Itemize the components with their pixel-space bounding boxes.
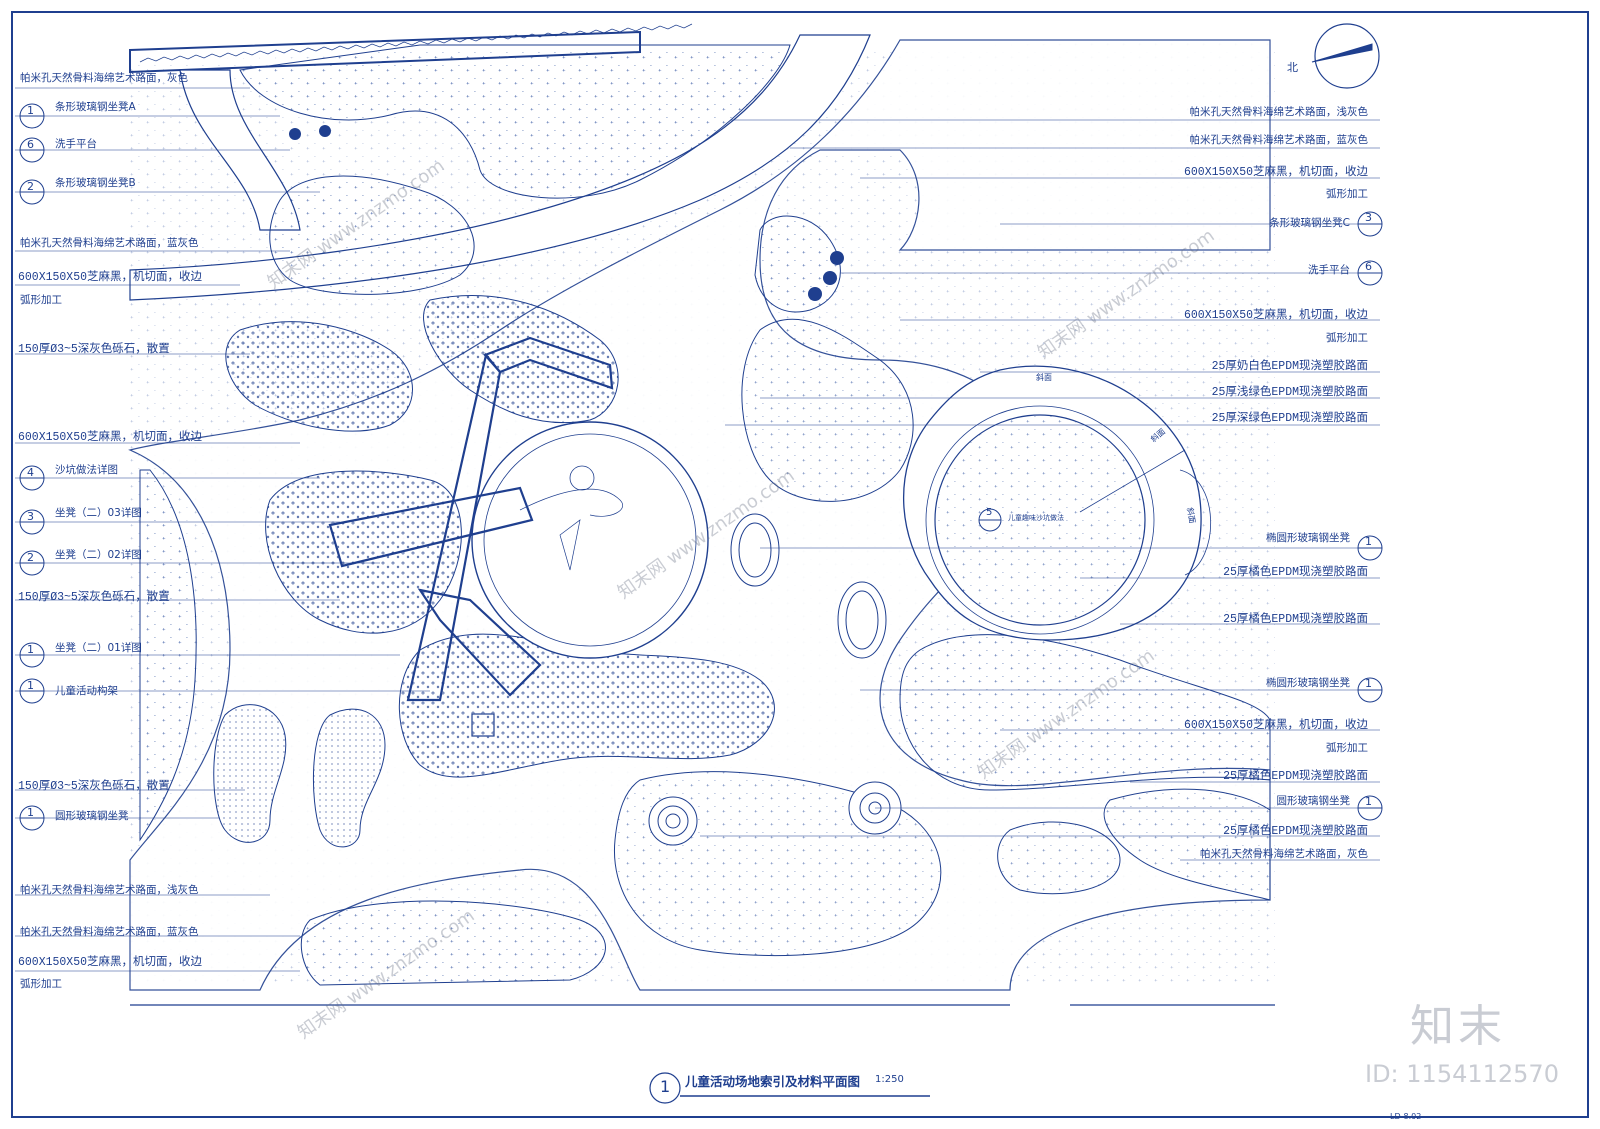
- label-right-2: 帕米孔天然骨料海绵艺术路面，蓝灰色: [1189, 134, 1369, 146]
- index-number: 1: [27, 806, 34, 819]
- label-right-12: 椭圆形玻璃钢坐凳: [1266, 532, 1350, 544]
- index-number: 2: [27, 180, 34, 193]
- label-right-14: 25厚橘色EPDM现浇塑胶路面: [1223, 613, 1368, 626]
- label-left-10: 沙坑做法详图: [55, 464, 118, 476]
- oval-seats: [730, 513, 887, 659]
- epdm-play-circle: [903, 365, 1212, 641]
- label-left-17: 圆形玻璃钢坐凳: [55, 810, 129, 822]
- label-left-1: 帕米孔天然骨料海绵艺术路面，灰色: [20, 72, 188, 84]
- label-right-15: 椭圆形玻璃钢坐凳: [1266, 677, 1350, 689]
- leader-lines: [15, 87, 1380, 972]
- index-number: 1: [1365, 677, 1372, 690]
- label-left-13: 150厚Ø3~5深灰色砾石，散置: [18, 591, 170, 604]
- label-left-18: 帕米孔天然骨料海绵艺术路面，浅灰色: [20, 884, 199, 896]
- index-number: 1: [27, 643, 34, 656]
- label-left-21: 弧形加工: [20, 978, 62, 990]
- index-number: 1: [1365, 795, 1372, 808]
- label-right-8: 弧形加工: [1326, 332, 1368, 344]
- label-left-3: 洗手平台: [55, 138, 97, 150]
- watermark-brand: 知末: [1410, 1001, 1506, 1052]
- gravel-zones: [225, 295, 775, 778]
- drawing-title: 儿童活动场地索引及材料平面图: [685, 1074, 861, 1089]
- label-right-18: 25厚橘色EPDM现浇塑胶路面: [1223, 770, 1368, 783]
- label-left-2: 条形玻璃钢坐凳A: [55, 101, 136, 113]
- sandpit-callout: 儿童趣味沙坑做法: [1008, 514, 1064, 522]
- label-right-13: 25厚橘色EPDM现浇塑胶路面: [1223, 566, 1368, 579]
- label-right-17: 弧形加工: [1326, 742, 1368, 754]
- drawing-border: [11, 11, 1589, 1118]
- label-left-9: 600X150X50芝麻黑，机切面，收边: [18, 431, 203, 444]
- label-right-10: 25厚浅绿色EPDM现浇塑胶路面: [1211, 386, 1368, 399]
- index-number: 1: [1365, 535, 1372, 548]
- label-left-20: 600X150X50芝麻黑，机切面，收边: [18, 956, 203, 969]
- index-number: 4: [27, 466, 34, 479]
- play-frame-structure: [328, 336, 614, 737]
- index-number: 3: [27, 510, 34, 523]
- label-right-11: 25厚深绿色EPDM现浇塑胶路面: [1211, 412, 1368, 425]
- title-symbol: [649, 1072, 930, 1104]
- label-left-16: 150厚Ø3~5深灰色砾石，散置: [18, 780, 170, 793]
- index-number: 3: [1365, 211, 1372, 224]
- label-right-21: 帕米孔天然骨料海绵艺术路面，灰色: [1200, 848, 1368, 860]
- index-number: 5: [986, 507, 993, 518]
- label-left-14: 坐凳（二）01详图: [55, 642, 142, 654]
- index-number: 1: [27, 104, 34, 117]
- index-number: 6: [27, 138, 34, 151]
- index-number: 6: [1365, 260, 1372, 273]
- label-right-3: 600X150X50芝麻黑，机切面，收边: [1183, 166, 1368, 179]
- label-left-6: 600X150X50芝麻黑，机切面，收边: [18, 271, 203, 284]
- watermark-id: ID: 1154112570: [1365, 1060, 1559, 1088]
- wash-platform-posts: [289, 125, 844, 301]
- label-right-7: 600X150X50芝麻黑，机切面，收边: [1183, 309, 1368, 322]
- drawing-scale: 1:250: [875, 1074, 904, 1085]
- label-right-4: 弧形加工: [1326, 188, 1368, 200]
- index-circles-left: [19, 103, 45, 831]
- label-left-5: 帕米孔天然骨料海绵艺术路面，蓝灰色: [20, 237, 199, 249]
- drawing-number: 1: [660, 1077, 671, 1096]
- index-number: 1: [27, 679, 34, 692]
- label-right-16: 600X150X50芝麻黑，机切面，收边: [1183, 719, 1368, 732]
- lawn-islands: [139, 44, 1271, 986]
- label-left-12: 坐凳（二）02详图: [55, 549, 142, 561]
- sand-zones: [213, 704, 386, 848]
- label-left-11: 坐凳（二）03详图: [55, 507, 142, 519]
- label-right-1: 帕米孔天然骨料海绵艺术路面，浅灰色: [1189, 106, 1369, 118]
- label-right-9: 25厚奶白色EPDM现浇塑胶路面: [1211, 360, 1368, 373]
- north-label: 北: [1287, 61, 1298, 74]
- index-number: 2: [27, 551, 34, 564]
- central-plaza: [471, 421, 709, 659]
- label-left-15: 儿童活动构架: [55, 685, 118, 697]
- north-arrow: [1311, 23, 1380, 89]
- label-right-19: 圆形玻璃钢坐凳: [1276, 795, 1351, 807]
- label-left-7: 弧形加工: [20, 294, 62, 306]
- sheet-number: LD-8.02: [1390, 1112, 1422, 1121]
- label-right-5: 条形玻璃钢坐凳C: [1269, 217, 1350, 229]
- label-right-6: 洗手平台: [1308, 264, 1350, 276]
- label-left-4: 条形玻璃钢坐凳B: [55, 177, 136, 189]
- index-circles-right: [978, 211, 1383, 821]
- label-left-19: 帕米孔天然骨料海绵艺术路面，蓝灰色: [20, 926, 199, 938]
- label-right-20: 25厚橘色EPDM现浇塑胶路面: [1223, 825, 1368, 838]
- label-left-8: 150厚Ø3~5深灰色砾石，散置: [18, 343, 170, 356]
- ramp-label: 斜面: [1036, 373, 1052, 382]
